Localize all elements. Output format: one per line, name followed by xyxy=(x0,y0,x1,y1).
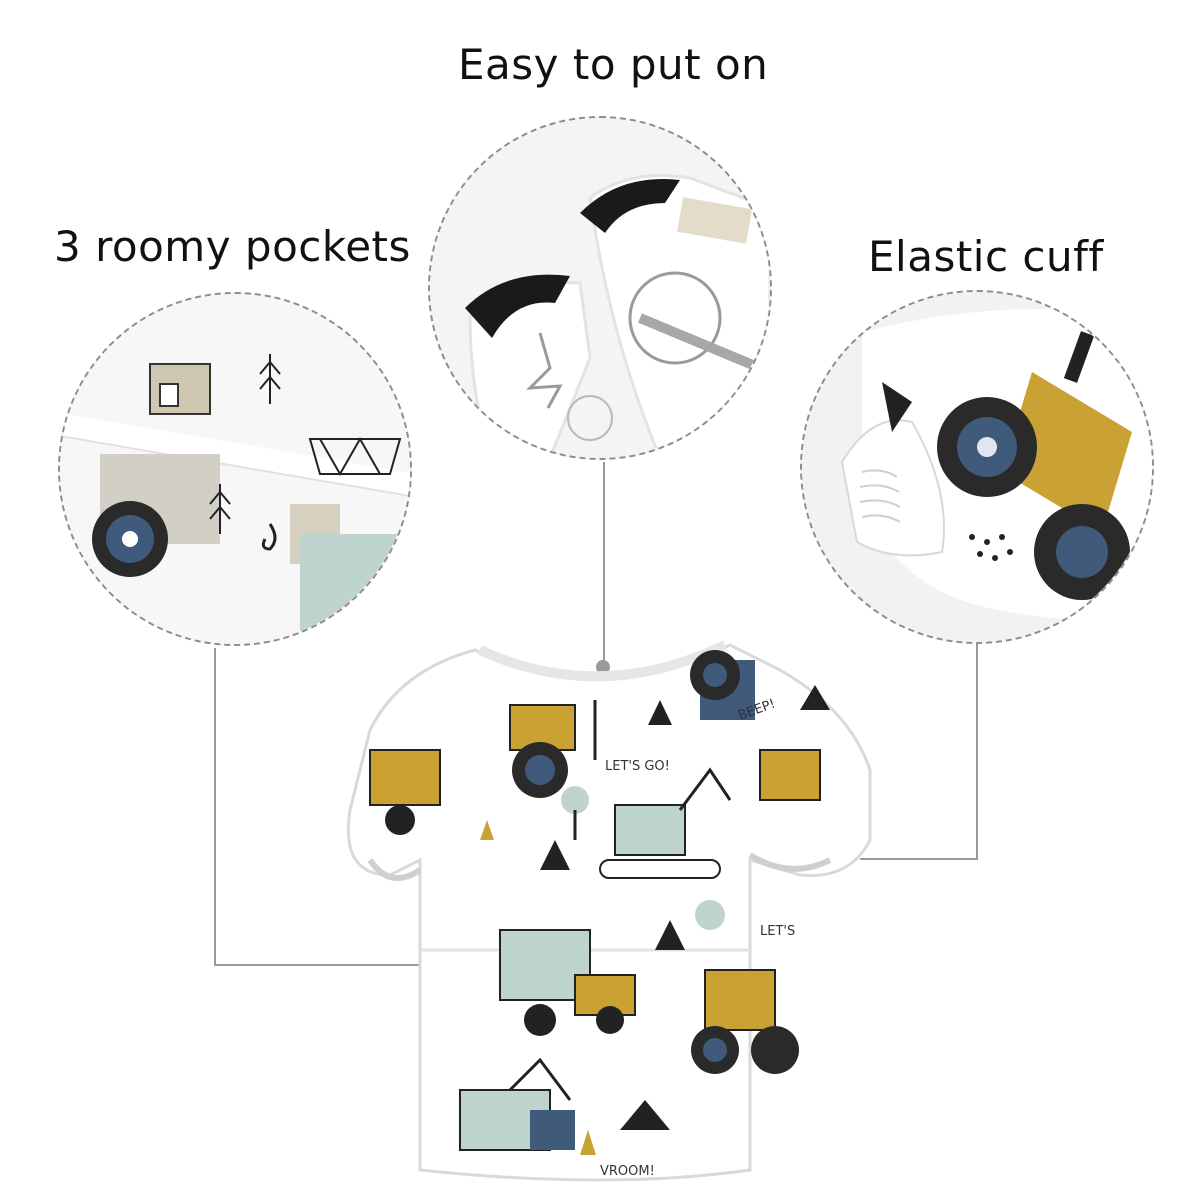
smock-illustration: LET'S GO! BEEP! VROOM! LET'S xyxy=(346,640,872,1182)
pockets-illustration xyxy=(60,294,410,644)
leader-line-right-vertical xyxy=(976,642,978,860)
smock-bib: LET'S GO! BEEP! VROOM! LET'S xyxy=(330,630,890,1190)
shoulder-closure-illustration xyxy=(430,118,770,458)
label-easy-to-put-on: Easy to put on xyxy=(458,40,769,89)
callout-elastic-cuff xyxy=(800,290,1154,644)
leader-line-right-horizontal xyxy=(860,858,978,860)
label-elastic-cuff: Elastic cuff xyxy=(868,232,1104,281)
leader-line-left-horizontal xyxy=(214,964,426,966)
print-lets-partial: LET'S xyxy=(760,924,795,939)
leader-line-top xyxy=(603,462,605,667)
leader-dot-top xyxy=(596,660,610,674)
elastic-cuff-illustration xyxy=(802,292,1152,642)
callout-pockets xyxy=(58,292,412,646)
print-vroom: VROOM! xyxy=(600,1164,655,1179)
leader-line-left-vertical xyxy=(214,648,216,966)
label-3-roomy-pockets: 3 roomy pockets xyxy=(54,222,411,271)
print-lets-go: LET'S GO! xyxy=(605,759,670,774)
callout-shoulder-closure xyxy=(428,116,772,460)
